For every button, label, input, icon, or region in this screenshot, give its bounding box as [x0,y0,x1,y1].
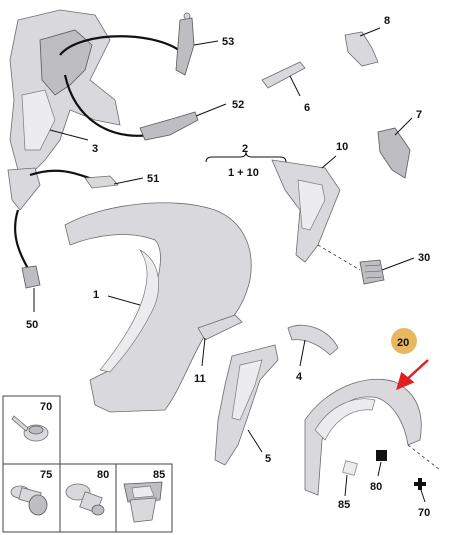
clip-85-icon [123,481,163,523]
callout-2: 2 [242,143,248,155]
callout-8: 8 [384,15,390,27]
highlight-circle-20 [391,328,417,354]
callout-20: 20 [397,337,409,349]
part-70-screw-small[interactable] [414,478,426,490]
callout-2-formula: 1 + 10 [228,167,259,179]
part-4-arch-trim[interactable] [287,324,339,356]
part-6-strip[interactable] [261,61,306,89]
part-10-inner-panel[interactable] [271,159,341,263]
part-5-inner-arch[interactable] [214,344,279,466]
stud-75-icon [10,485,48,516]
callout-51: 51 [147,173,159,185]
part-50-connector[interactable] [21,265,41,289]
part-20-arch-liner[interactable] [304,378,422,496]
highlight-arrow-icon [396,359,429,391]
callout-70: 70 [418,507,430,519]
group-2-brace [205,151,287,163]
part-51-clip[interactable] [84,175,119,189]
screw-70-icon [11,415,49,442]
part-85-clip-small[interactable] [342,460,358,476]
part-80-clip-small[interactable] [376,450,387,461]
part-8-bracket[interactable] [344,31,379,67]
callout-6: 6 [304,102,310,114]
part-30-grille[interactable] [359,259,385,285]
legend-box-85 [115,463,173,533]
fastener-legend: 70 75 80 85 [2,395,173,533]
callout-7: 7 [416,109,422,121]
part-3-inner-structure[interactable] [7,9,121,211]
callout-80: 80 [370,481,382,493]
leader-lines [33,27,426,503]
part-53-bracket[interactable] [175,12,195,76]
callout-50: 50 [26,319,38,331]
callout-3: 3 [92,143,98,155]
callout-52: 52 [232,99,244,111]
legend-label-85: 85 [153,469,165,481]
part-1-quarter-panel[interactable] [64,202,252,413]
callout-5: 5 [265,453,271,465]
clip-80-icon [65,483,105,516]
callout-10: 10 [336,141,348,153]
part-11-reinforcement[interactable] [197,314,243,341]
callout-85: 85 [338,499,350,511]
callout-11: 11 [194,373,206,385]
callout-30: 30 [418,252,430,264]
legend-label-80: 80 [97,469,109,481]
part-20-guide [407,444,441,471]
part-7-bracket[interactable] [377,127,411,179]
callout-4: 4 [296,371,303,383]
legend-label-70: 70 [40,401,52,413]
part-52-clip[interactable] [139,111,199,141]
callout-1: 1 [93,289,99,301]
part-30-guide [317,244,361,271]
legend-label-75: 75 [40,469,52,481]
callout-53: 53 [222,36,234,48]
